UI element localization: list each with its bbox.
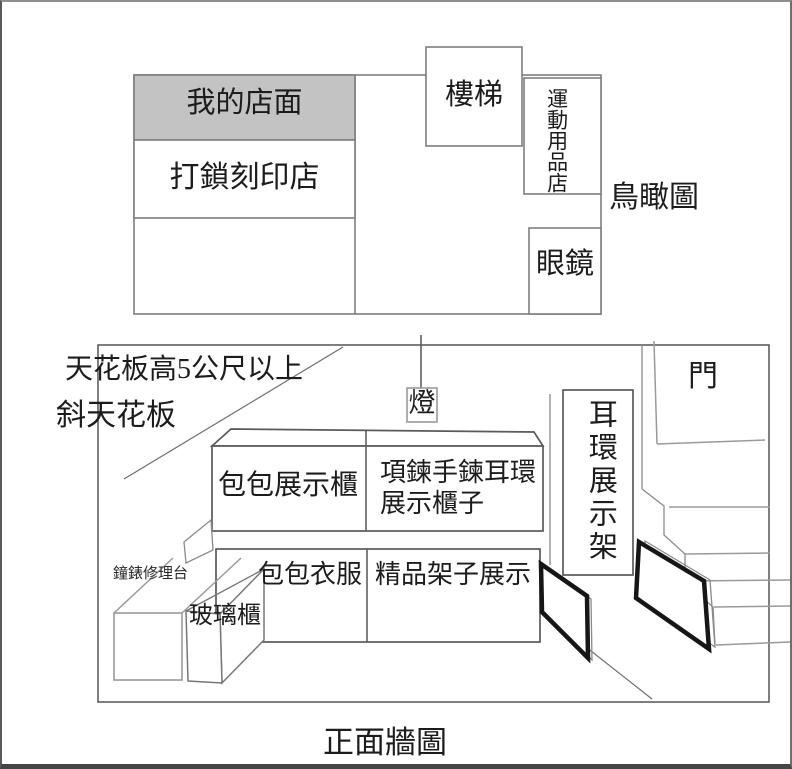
glasses-box — [528, 227, 602, 315]
door-lines — [653, 340, 766, 445]
my-store-label: 我的店面 — [186, 87, 303, 119]
lower-shelf-box — [215, 548, 541, 643]
boutique-shelf-label: 精品架子展示 — [374, 560, 531, 589]
my-store-box — [133, 74, 356, 141]
stairs-box — [425, 46, 523, 147]
earring-rack-box — [562, 389, 634, 576]
lamp-box — [406, 387, 438, 423]
sports-store-box — [523, 77, 602, 195]
watch-repair-counter-box — [113, 518, 242, 681]
glasses-shop-label: 眼鏡 — [535, 248, 594, 280]
birdseye-view-title: 鳥瞰圖 — [609, 181, 699, 214]
stairs-label: 樓梯 — [444, 79, 503, 111]
glass-cabinet-box — [185, 567, 265, 685]
glass-cabinet-label: 玻璃櫃 — [189, 603, 261, 629]
ceiling-height-note: 天花板高5公尺以上 — [65, 354, 304, 385]
jewelry-cabinet-line2: 展示櫃子 — [380, 489, 485, 518]
front-wall-view-title: 正面牆圖 — [323, 725, 447, 760]
mirror-frame-small — [538, 559, 593, 664]
earring-rack-label: 耳環展示架 — [584, 399, 617, 564]
lamp-label: 燈 — [408, 388, 436, 418]
bag-display-label: 包包展示櫃 — [217, 470, 358, 501]
front-wall-outline — [97, 344, 770, 703]
birdseye-outline — [133, 46, 602, 315]
jewelry-cabinet-line1: 項鍊手鍊耳環 — [380, 458, 537, 487]
sports-store-label: 運動用品店 — [544, 88, 569, 193]
sloped-ceiling-line — [123, 346, 344, 480]
mirror-frame-large — [633, 538, 716, 654]
door-label: 門 — [688, 360, 718, 393]
bag-display-cabinet-box — [209, 428, 545, 532]
lamp-fixture — [406, 335, 438, 423]
locksmith-shop-label: 打鎖刻印店 — [169, 161, 320, 194]
bags-clothes-label: 包包衣服 — [257, 560, 362, 589]
sloped-ceiling-label: 斜天花板 — [56, 399, 176, 432]
jewelry-cabinet-label: 項鍊手鍊耳環 展示櫃子 — [380, 457, 536, 519]
locksmith-box — [133, 139, 356, 219]
watch-repair-label: 鐘錶修理台 — [113, 565, 189, 582]
